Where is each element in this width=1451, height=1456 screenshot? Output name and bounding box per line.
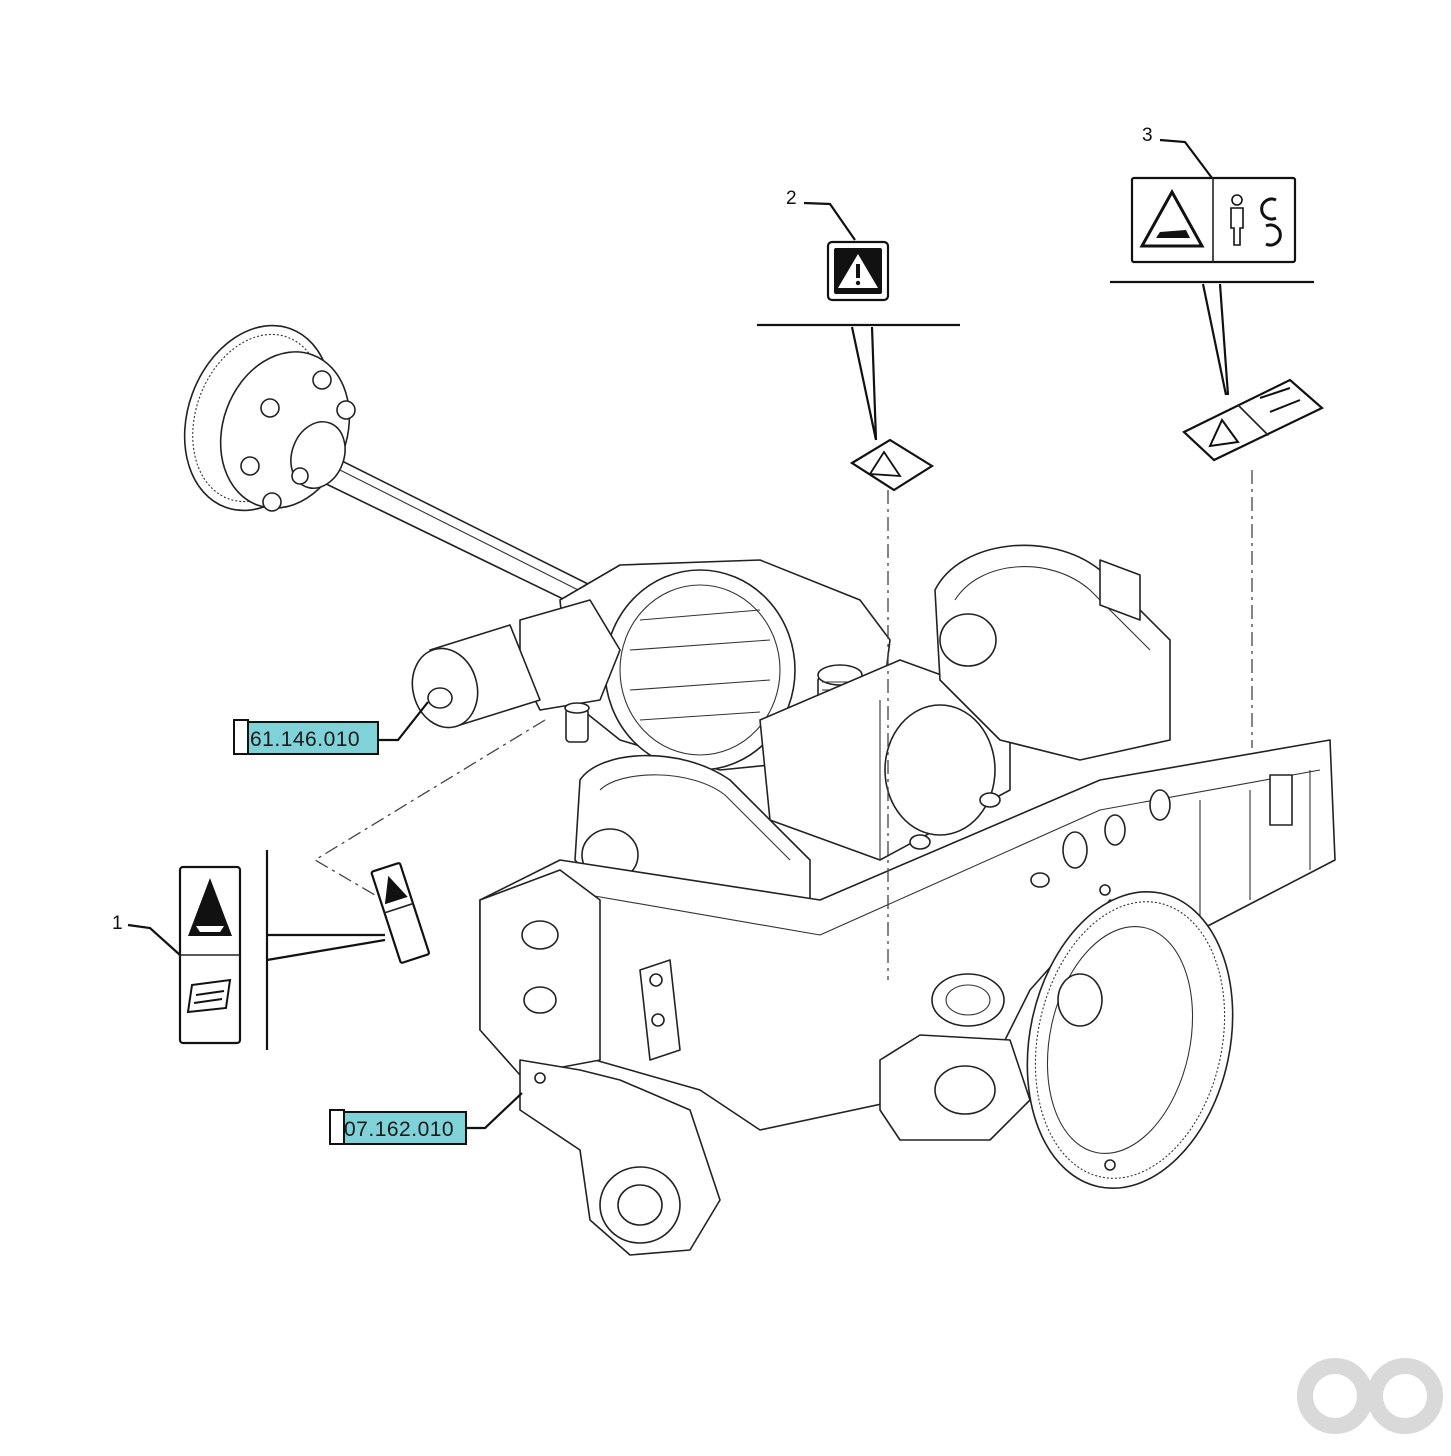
watermark-logo-icon: [1297, 1358, 1443, 1434]
reference-code-bottom[interactable]: 07.162.010: [344, 1118, 454, 1141]
fitting: [564, 702, 590, 743]
callout-2-group: 2: [757, 188, 960, 492]
warning-triangle-icon: [384, 875, 408, 905]
left-mount: [479, 869, 681, 1076]
warning-triangle-icon: [1208, 418, 1240, 448]
decal-3: [1130, 176, 1297, 264]
drive-shaft: [317, 454, 601, 613]
decal-2: [826, 240, 890, 302]
right-lug: [879, 973, 1031, 1141]
lower-bracket: [519, 1059, 721, 1256]
decal-1: [178, 865, 242, 1045]
callout-2-number: 2: [786, 188, 797, 209]
ring-gear: [1026, 884, 1234, 1189]
crush-hazard-icon: [188, 878, 232, 936]
shaft-flange: [183, 324, 356, 512]
decal-3-placed: [1182, 378, 1324, 462]
callout-3-group: 3: [1110, 125, 1324, 462]
decal-2-placed: [849, 438, 935, 492]
placement-lines: [313, 470, 1253, 980]
callout-1-number: 1: [112, 913, 123, 934]
decal-1-placed: [370, 862, 430, 964]
right-saddle: [934, 544, 1171, 761]
side-cylinder: [411, 624, 541, 729]
reference-code-top[interactable]: 61.146.010: [250, 728, 360, 751]
warning-triangle-icon: [868, 450, 902, 478]
manual-book-icon: [186, 978, 232, 1014]
rotation-arrows-icon: [1260, 197, 1282, 247]
reference-tag-bottom[interactable]: 07.162.010: [329, 1092, 523, 1145]
reference-tag-top[interactable]: 61.146.010: [233, 701, 429, 755]
person-icon: [1230, 194, 1244, 246]
callout-1-group: 1: [112, 850, 430, 1050]
crush-hazard-icon: [1139, 188, 1205, 248]
axle-assembly: [183, 324, 1336, 1256]
callout-3-number: 3: [1142, 125, 1153, 146]
center-block: [759, 659, 1011, 861]
